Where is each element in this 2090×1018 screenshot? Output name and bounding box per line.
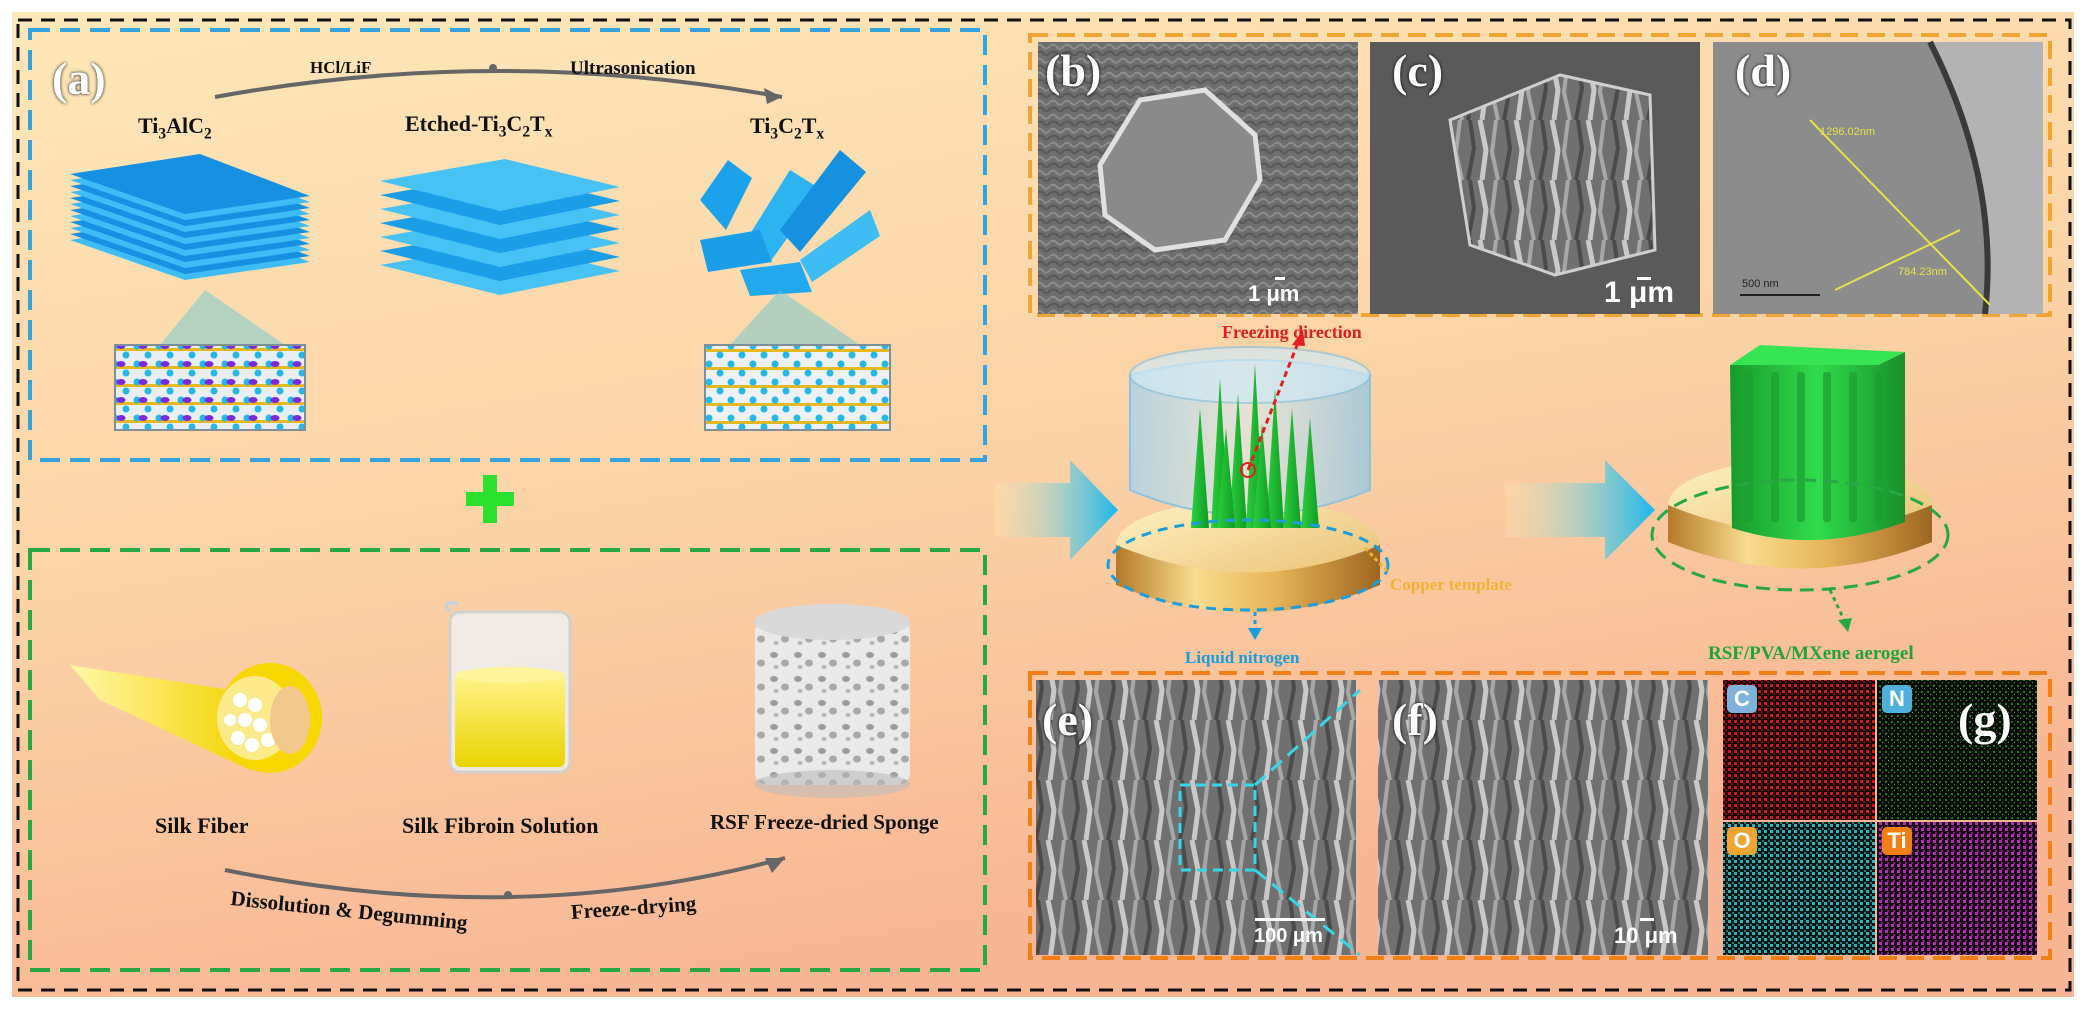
mxene-flakes-icon [700,150,880,296]
ti3alc2-lattice [114,344,306,431]
panel-label-f: (f) [1392,694,1438,745]
ti3c2tx-lattice [704,344,891,431]
eds-badge-o: O [1727,827,1757,855]
product-label: Ti3C2Tx [750,113,825,143]
process-arrow-1 [995,460,1118,560]
freezing-direction-label: Freezing direction [1222,322,1362,342]
scale-d: 500 nm [1742,278,1779,290]
liquid-nitrogen-label: Liquid nitrogen [1185,648,1300,667]
process-arrow-2 [1505,460,1655,560]
particle-c [1448,73,1657,277]
silk-fiber-label: Silk Fiber [155,813,249,838]
sponge-label: RSF Freeze-dried Sponge [710,810,939,834]
zoom-box-e [1178,783,1257,872]
freeze-casting-setup-icon [1106,329,1390,640]
outer-border [16,18,2072,992]
eds-badge-ti: Ti [1882,827,1912,855]
ice-crystal-cone [1301,418,1319,528]
panel-label-g: (g) [1958,694,2012,745]
eds-badge-c: C [1727,685,1757,713]
rsf-sponge-icon [754,604,910,798]
zoom-cone-left [160,290,285,345]
aerogel-channel [1849,372,1857,522]
dissolution-arrow [224,856,786,900]
plus-icon [466,475,514,523]
aerogel-channel [1745,372,1753,522]
silk-fiber-icon [70,663,322,773]
panel-label-b: (b) [1045,45,1102,96]
etching-arrow [214,69,783,99]
micrograph-f [1378,680,1708,955]
panel-label-a: (a) [52,53,106,104]
measure2-d: 784.23nm [1898,266,1947,278]
aerogel-channel [1875,372,1883,522]
zoom-cone-right [730,290,860,345]
process-label: Ultrasonication [570,58,696,79]
silk-solution-label: Silk Fibroin Solution [402,813,599,838]
stack-layer [70,154,310,214]
ice-crystal-cone [1229,393,1247,528]
aerogel-channel [1823,372,1831,522]
beaker-icon [444,601,572,774]
scale-f: 10 μm [1614,923,1678,948]
ice-crystal-cone [1283,408,1301,528]
reagent-label: HCl/LiF [310,58,372,77]
aerogel-channel [1797,372,1805,522]
ice-crystal-cone [1253,423,1271,528]
stack-layer [380,159,620,211]
copper-template-label: Copper template [1390,575,1512,594]
etched-label: Etched-Ti3C2Tx [405,111,553,141]
scale-e: 100 μm [1254,925,1323,947]
ice-crystal-cone [1191,408,1209,528]
aerogel-label: RSF/PVA/MXene aerogel [1708,643,1914,664]
eds-badge-n: N [1882,685,1912,713]
scale-b: 1 μm [1248,281,1300,306]
ti3alc2-stack-icon [70,154,310,280]
micrograph-e [1036,680,1356,955]
panel-a-box [28,28,987,462]
sem-bottom-box [1028,671,2052,960]
ice-crystal-cone [1217,428,1235,528]
sem-top-box [1028,33,2052,317]
aerogel-channel [1771,372,1779,522]
scale-c: 1 μm [1604,276,1675,309]
etched-stack-icon [380,159,620,295]
precursor-label: Ti3AlC2 [138,113,212,143]
panel-label-d: (d) [1735,45,1792,96]
aerogel-icon [1650,345,1950,632]
ice-crystal-cone [1266,388,1284,528]
sponge-panel-box [28,548,987,972]
panel-label-c: (c) [1392,45,1444,96]
measure1-d: 1296.02nm [1820,126,1876,138]
particle-b [1097,87,1263,253]
panel-label-e: (e) [1042,694,1094,745]
